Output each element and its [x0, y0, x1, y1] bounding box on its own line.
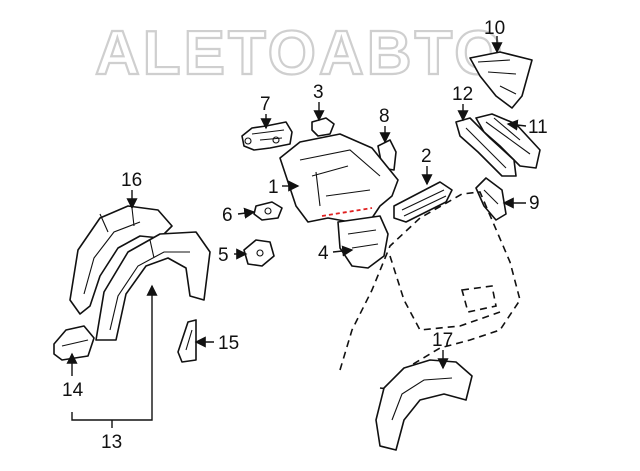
part-7-bracket	[241, 121, 293, 151]
part-13-wheelhouse-inner	[95, 231, 211, 341]
part-9-bracket	[475, 177, 507, 221]
part-10-reinforcement	[469, 51, 533, 109]
watermark-logo: ALETOABTO	[95, 19, 506, 88]
callout-11: 11	[528, 117, 548, 138]
callout-12: 12	[452, 84, 473, 105]
part-2-rail	[393, 181, 453, 223]
callout-8: 8	[379, 106, 390, 127]
callout-6: 6	[222, 205, 233, 226]
part-15-gusset	[177, 319, 197, 363]
quarter-panel-inner-line	[389, 255, 501, 331]
callout-10: 10	[484, 18, 505, 39]
callout-16: 16	[121, 170, 142, 191]
quarter-panel-outline	[339, 191, 521, 391]
part-6-bracket	[253, 201, 283, 221]
part-17-liner	[375, 359, 473, 451]
callout-5: 5	[218, 245, 229, 266]
callout-14: 14	[62, 380, 84, 401]
highlight-cut-line	[321, 207, 373, 217]
part-5-bracket	[243, 239, 275, 267]
part-1-inner-panel	[279, 133, 399, 223]
callout-1: 1	[268, 177, 279, 198]
part-3-clip	[311, 117, 335, 137]
callout-15: 15	[218, 333, 239, 354]
callout-9: 9	[529, 193, 540, 214]
callout-17: 17	[432, 330, 453, 351]
callout-13: 13	[101, 432, 122, 453]
callout-4: 4	[318, 243, 329, 264]
callout-7: 7	[260, 94, 271, 115]
callout-2: 2	[421, 146, 432, 167]
part-4-pillar	[337, 215, 389, 269]
callout-3: 3	[313, 82, 324, 103]
fuel-door-outline	[460, 285, 497, 313]
